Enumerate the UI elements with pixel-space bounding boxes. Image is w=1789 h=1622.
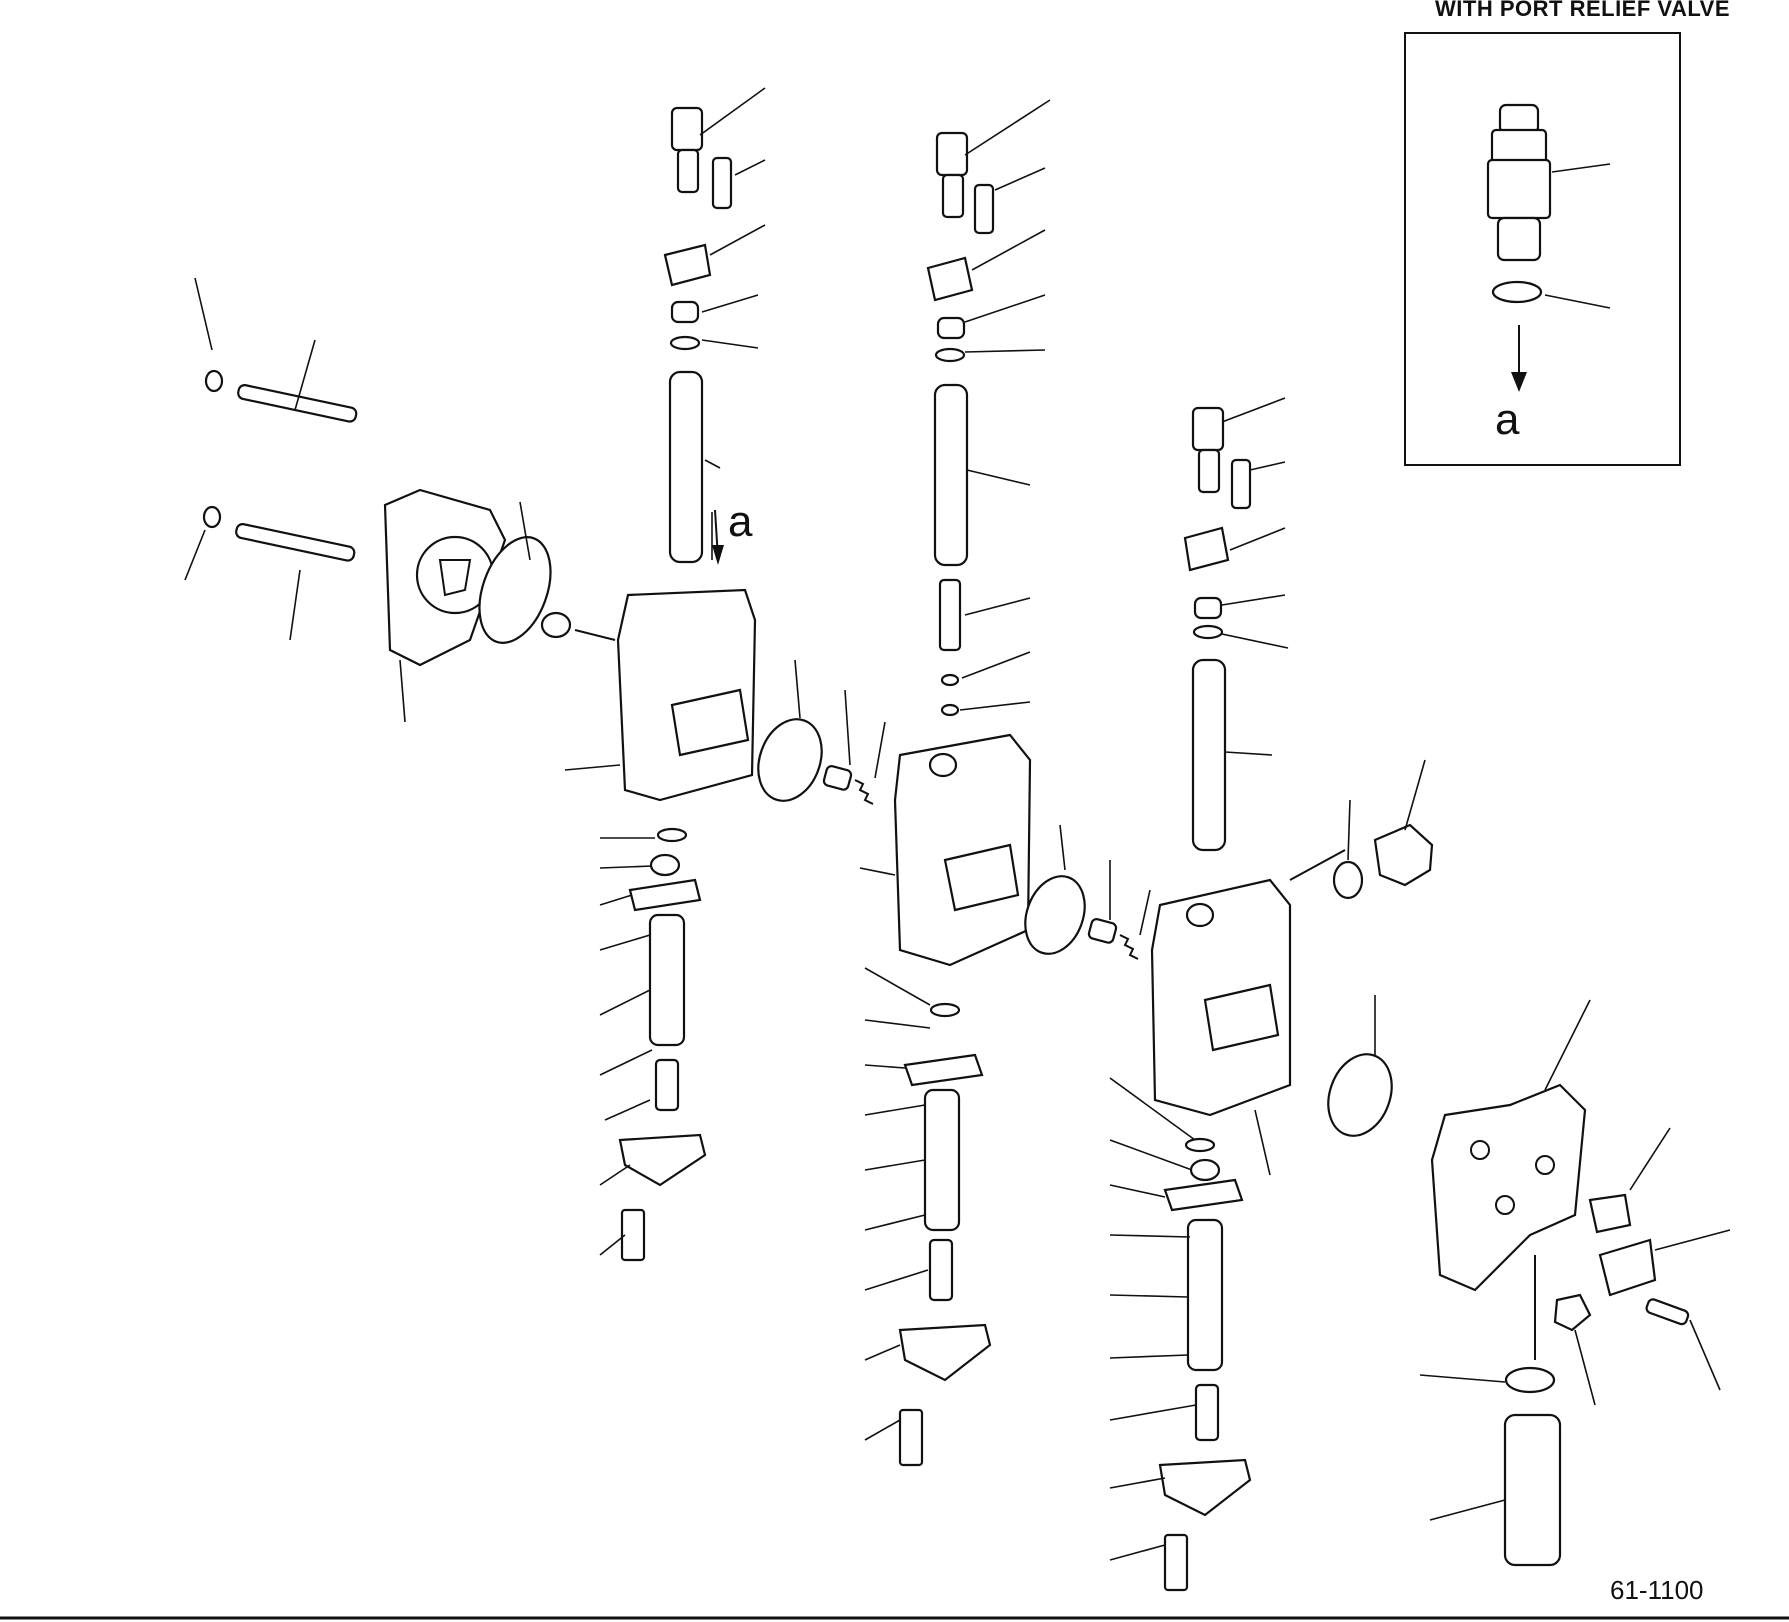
inset-view-letter: a bbox=[1495, 395, 1520, 444]
right-end-cover-group bbox=[1419, 999, 1731, 1567]
section-2-3-seals bbox=[1024, 824, 1151, 960]
inset-frame bbox=[1404, 32, 1681, 466]
valve-section-1 bbox=[540, 87, 766, 1262]
valve-section-2 bbox=[859, 99, 1051, 1467]
section-1-2-seals bbox=[757, 659, 886, 805]
valve-section-3 bbox=[1109, 397, 1346, 1592]
inset-title: WITH PORT RELIEF VALVE bbox=[1435, 0, 1730, 21]
page-code: 61-1100 bbox=[1610, 1575, 1704, 1605]
port-plug bbox=[1327, 759, 1434, 1137]
main-view-letter: a bbox=[728, 497, 753, 546]
left-end-cover-group bbox=[184, 277, 552, 723]
